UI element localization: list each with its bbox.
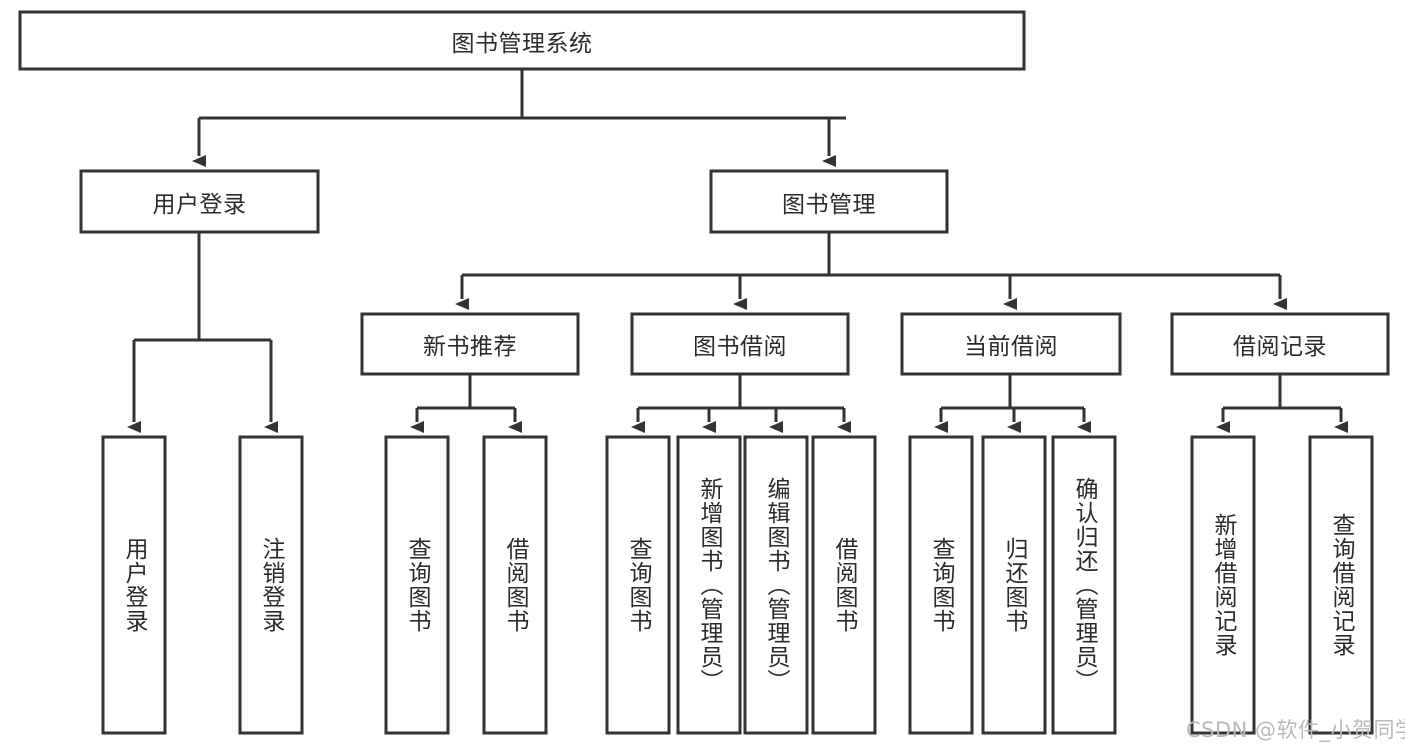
- node-box-leaf-2[interactable]: [384, 435, 450, 735]
- node-box-leaf-12[interactable]: [1308, 435, 1374, 735]
- node-box-leaf-11[interactable]: [1190, 435, 1256, 735]
- node-box-level3-3[interactable]: [1170, 312, 1390, 376]
- node-box-leaf-8[interactable]: [908, 435, 974, 735]
- node-box-root[interactable]: [18, 10, 1026, 71]
- node-box-level3-2[interactable]: [900, 312, 1122, 376]
- connector-bookborrow-to-leaves: [631, 374, 851, 433]
- connector-borrowrecord-to-leaves: [1216, 374, 1348, 433]
- node-box-leaf-9[interactable]: [981, 435, 1047, 735]
- connector-userlogin-to-leaves: [127, 232, 278, 433]
- node-box-level2-0[interactable]: [79, 169, 320, 234]
- node-box-level3-0[interactable]: [360, 312, 580, 376]
- node-box-leaf-5[interactable]: [676, 435, 742, 735]
- node-box-level3-1[interactable]: [630, 312, 850, 376]
- connector-bookmgmt-to-level3: [455, 232, 1287, 310]
- node-box-leaf-7[interactable]: [811, 435, 877, 735]
- connector-root-to-level2: [192, 69, 846, 167]
- node-box-leaf-4[interactable]: [605, 435, 671, 735]
- node-box-level2-1[interactable]: [709, 169, 949, 234]
- connector-newbook-to-leaves: [410, 374, 522, 433]
- node-box-leaf-1[interactable]: [238, 435, 304, 735]
- node-box-leaf-6[interactable]: [743, 435, 809, 735]
- node-box-leaf-3[interactable]: [482, 435, 548, 735]
- connector-currentborrow-to-leaves: [934, 374, 1091, 433]
- node-box-leaf-10[interactable]: [1051, 435, 1117, 735]
- node-box-leaf-0[interactable]: [101, 435, 167, 735]
